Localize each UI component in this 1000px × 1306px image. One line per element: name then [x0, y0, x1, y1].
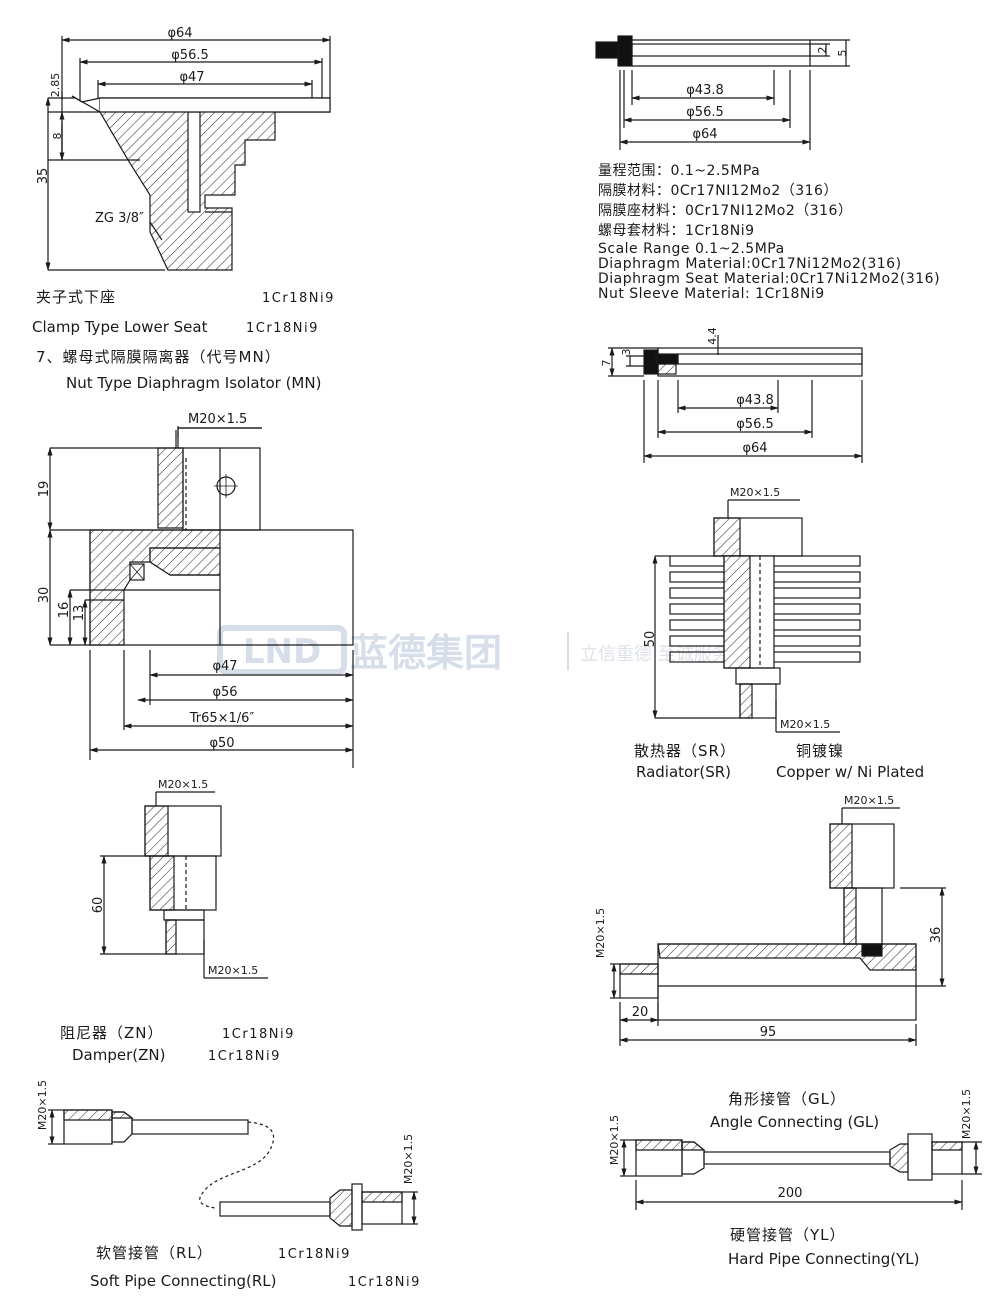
clamp-dim-h35: 35	[36, 168, 51, 185]
angle-title-en: Angle Connecting (GL)	[710, 1113, 880, 1131]
nut-dim-h19: 19	[37, 481, 52, 498]
dseat-dim-d43-8: φ43.8	[736, 393, 774, 408]
angle-dim-h36: 36	[929, 927, 944, 944]
dseat-dim-d56-5: φ56.5	[736, 417, 774, 432]
clamp-dim-d47: φ47	[179, 70, 204, 85]
radiator-labels: M20×1.5 50 M20×1.5	[643, 486, 830, 731]
radiator-title-en: Radiator(SR)	[636, 763, 732, 781]
radiator-title-cn: 散热器（SR）	[634, 742, 736, 760]
nut-dim-h16: 16	[57, 602, 72, 619]
dseat-dim-d64: φ64	[742, 441, 767, 456]
watermark-brand: 蓝德集团	[350, 631, 502, 675]
spec-block: 量程范围：0.1~2.5MPa 隔膜材料：0Cr17NI12Mo2（316） 隔…	[598, 164, 940, 301]
spec-line-sleeve-cn: 螺母套材料：1Cr18Ni9	[598, 223, 755, 239]
dseat-dim-h7: 7	[600, 360, 613, 367]
clamp-seat-material-cn: 1Cr18Ni9	[262, 291, 335, 306]
soft-pipe-drawing	[48, 1109, 418, 1231]
hard-pipe-drawing	[620, 1133, 982, 1210]
soft-pipe-material-en: 1Cr18Ni9	[348, 1275, 421, 1290]
spec-line-sleeve-en: Nut Sleeve Material: 1Cr18Ni9	[598, 286, 825, 302]
clamp-dim-h2-85: 2.85	[49, 73, 62, 98]
spec-line-range-cn: 量程范围：0.1~2.5MPa	[598, 163, 761, 179]
nut-dim-thread: M20×1.5	[188, 412, 247, 427]
clamp-dim-d56-5: φ56.5	[171, 48, 209, 63]
angle-drawing	[610, 807, 946, 1046]
dtop-dim-d56-5: φ56.5	[686, 105, 724, 120]
dtop-dim-d43-8: φ43.8	[686, 83, 724, 98]
spec-line-range-en: Scale Range 0.1~2.5MPa	[598, 241, 785, 257]
damper-material-cn: 1Cr18Ni9	[222, 1027, 295, 1042]
soft-pipe-material-cn: 1Cr18Ni9	[278, 1247, 351, 1262]
damper-dim-h60: 60	[91, 897, 106, 914]
soft-dim-thread-left: M20×1.5	[36, 1080, 49, 1130]
soft-pipe-title-en: Soft Pipe Connecting(RL)	[90, 1272, 277, 1290]
damper-title-cn: 阻尼器（ZN）	[60, 1024, 164, 1042]
nut-isolator-heading-en: Nut Type Diaphragm Isolator (MN)	[66, 374, 322, 392]
nut-dim-tr: Tr65×1/6″	[189, 711, 255, 726]
soft-pipe-title-cn: 软管接管（RL）	[96, 1244, 213, 1262]
nut-isolator-drawing	[47, 426, 354, 768]
diaphragm-top-drawing	[595, 35, 850, 150]
diaphragm-seat2-drawing	[608, 335, 863, 463]
angle-dim-l20: 20	[632, 1005, 649, 1020]
damper-title-en: Damper(ZN)	[72, 1046, 166, 1064]
hard-pipe-title-cn: 硬管接管（YL）	[730, 1226, 846, 1244]
diaphragm-top-labels: 2 5 φ43.8 φ56.5 φ64	[686, 47, 849, 143]
hard-pipe-title-en: Hard Pipe Connecting(YL)	[728, 1250, 920, 1268]
clamp-dim-h8: 8	[51, 133, 64, 140]
hard-dim-thread-left: M20×1.5	[608, 1115, 621, 1165]
nut-dim-d56: φ56	[212, 685, 237, 700]
clamp-seat-title-cn: 夹子式下座	[36, 288, 117, 306]
nut-dim-h13: 13	[72, 605, 87, 622]
angle-dim-l95: 95	[760, 1025, 777, 1040]
nut-dim-h30: 30	[37, 587, 52, 604]
radiator-drawing	[652, 499, 861, 733]
radiator-dim-thread-bottom: M20×1.5	[780, 718, 830, 731]
clamp-seat-title-en: Clamp Type Lower Seat	[32, 318, 208, 336]
dtop-dim-h5: 5	[836, 50, 849, 57]
clamp-seat-drawing	[45, 36, 331, 271]
angle-labels: M20×1.5 M20×1.5 36 20 95	[594, 794, 944, 1040]
hard-dim-thread-right: M20×1.5	[960, 1089, 973, 1139]
angle-dim-thread-left: M20×1.5	[594, 908, 607, 958]
spec-line-diaphragm-cn: 隔膜材料：0Cr17NI12Mo2（316）	[598, 183, 838, 199]
watermark-logo: LND	[243, 632, 321, 672]
clamp-dim-thread: ZG 3/8″	[95, 211, 144, 226]
dseat-dim-h3: 3	[620, 349, 633, 356]
diaphragm-seat2-labels: 7 3 4.4 φ43.8 φ56.5 φ64	[600, 327, 774, 456]
radiator-dim-h50: 50	[643, 631, 658, 648]
spec-line-seat-cn: 隔膜座材料：0Cr17NI12Mo2（316）	[598, 203, 853, 219]
radiator-dim-thread-top: M20×1.5	[730, 486, 780, 499]
spec-line-seat-en: Diaphragm Seat Material:0Cr17Ni12Mo2(316…	[598, 271, 941, 287]
nut-dim-d50: φ50	[209, 736, 234, 751]
spec-line-diaphragm-en: Diaphragm Material:0Cr17Ni12Mo2(316)	[598, 256, 902, 272]
watermark-logo-box	[217, 625, 347, 675]
soft-pipe-labels: M20×1.5 M20×1.5	[36, 1080, 415, 1184]
hard-pipe-labels: M20×1.5 M20×1.5 200	[608, 1089, 973, 1201]
clamp-dim-d64: φ64	[167, 26, 192, 41]
damper-material-en: 1Cr18Ni9	[208, 1049, 281, 1064]
nut-isolator-heading-cn: 7、螺母式隔膜隔离器（代号MN）	[36, 348, 281, 366]
angle-title-cn: 角形接管（GL）	[728, 1090, 846, 1108]
damper-drawing	[100, 791, 268, 979]
angle-dim-thread-top: M20×1.5	[844, 794, 894, 807]
damper-dim-thread-top: M20×1.5	[158, 778, 208, 791]
dseat-dim-h4-4: 4.4	[706, 327, 719, 345]
clamp-seat-material-en: 1Cr18Ni9	[246, 321, 319, 336]
damper-labels: M20×1.5 60 M20×1.5	[91, 778, 258, 977]
clamp-seat-labels: φ64 φ56.5 φ47 2.85 8 35 ZG 3/8″	[36, 26, 209, 226]
dtop-dim-d64: φ64	[692, 127, 717, 142]
hard-dim-l200: 200	[778, 1186, 803, 1201]
radiator-material-cn: 铜镀镍	[796, 742, 845, 760]
nut-dim-d47: φ47	[212, 659, 237, 674]
damper-dim-thread-bottom: M20×1.5	[208, 964, 258, 977]
dtop-dim-h2: 2	[816, 47, 829, 54]
nut-isolator-labels: M20×1.5 19 30 16 13 φ47 φ56 Tr65×1/6″ φ5…	[37, 412, 254, 751]
soft-dim-thread-right: M20×1.5	[402, 1134, 415, 1184]
radiator-material-en: Copper w/ Ni Plated	[776, 763, 925, 781]
